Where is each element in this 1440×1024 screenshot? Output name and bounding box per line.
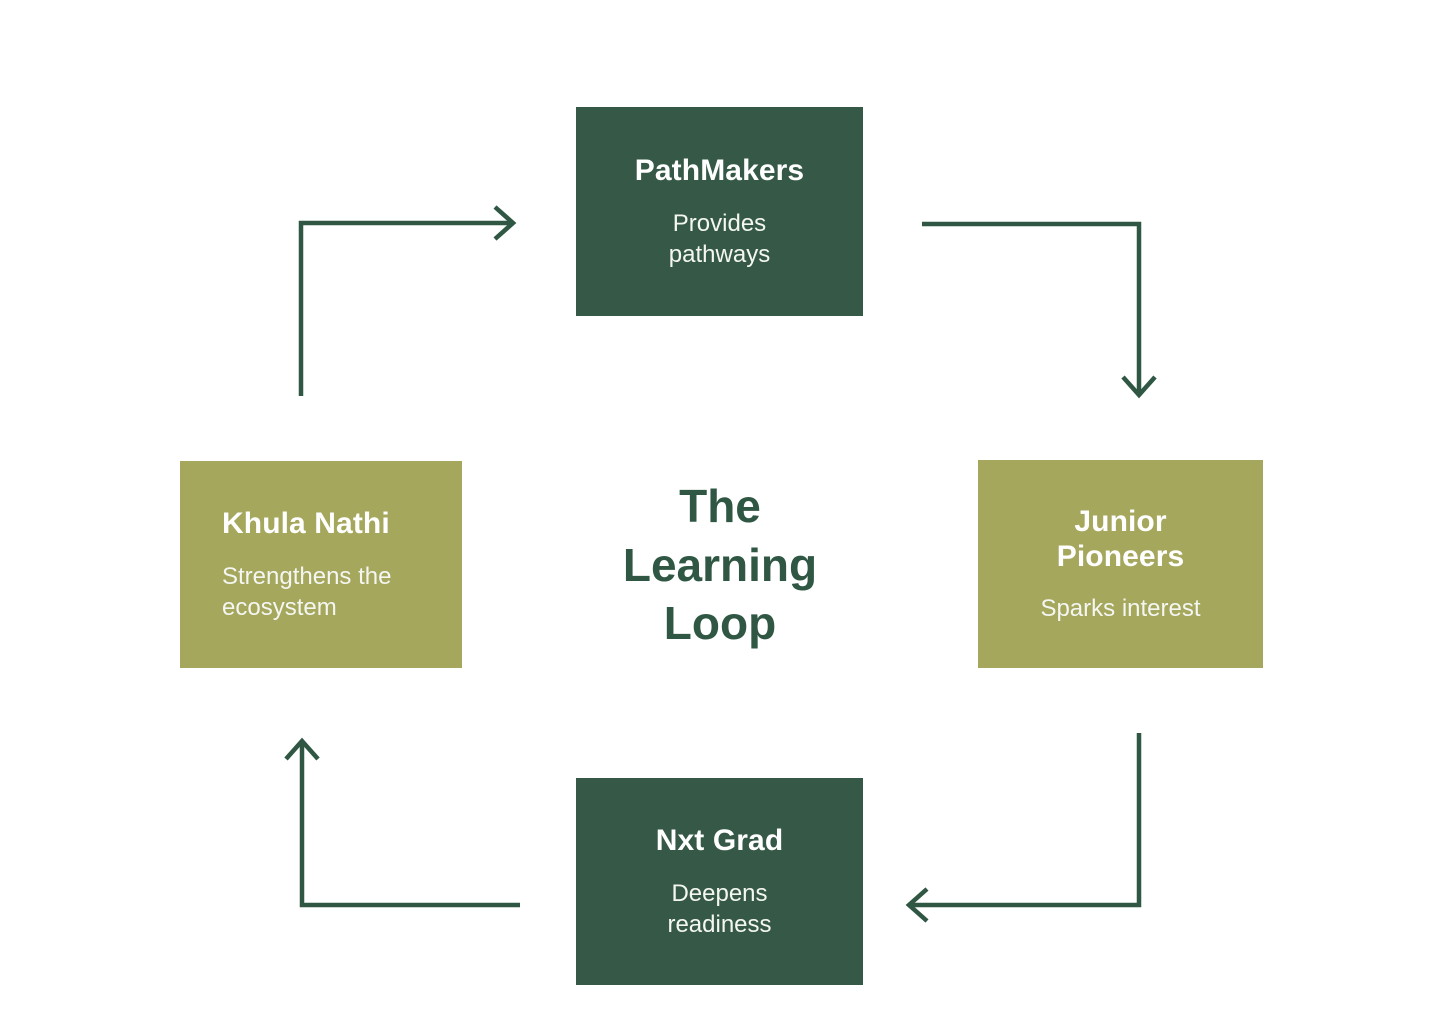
node-junior-pioneers-description: Sparks interest [1040,594,1201,622]
connector-pathmakers-to-junior-pioneers [922,221,1157,399]
connector-junior-pioneers-to-nxt-grad [905,733,1142,923]
node-pathmakers[interactable]: PathMakers Provides pathways [576,107,863,316]
node-nxt-grad[interactable]: Nxt Grad Deepens readiness [576,778,863,985]
node-junior-pioneers[interactable]: Junior Pioneers Sparks interest [978,460,1263,668]
node-junior-pioneers-title: Junior Pioneers [1056,505,1185,574]
node-nxt-grad-title: Nxt Grad [655,823,784,857]
node-nxt-grad-description: Deepens readiness [667,880,772,939]
connector-khula-nathi-to-pathmakers [298,205,517,396]
diagram-center-title: The Learning Loop [622,479,818,650]
node-pathmakers-title: PathMakers [634,153,805,187]
node-khula-nathi-description: Strengthens the ecosystem [222,563,392,622]
node-khula-nathi-title: Khula Nathi [222,506,390,540]
node-pathmakers-description: Provides pathways [668,210,771,269]
connector-nxt-grad-to-khula-nathi [284,737,520,908]
node-khula-nathi[interactable]: Khula Nathi Strengthens the ecosystem [180,461,462,668]
